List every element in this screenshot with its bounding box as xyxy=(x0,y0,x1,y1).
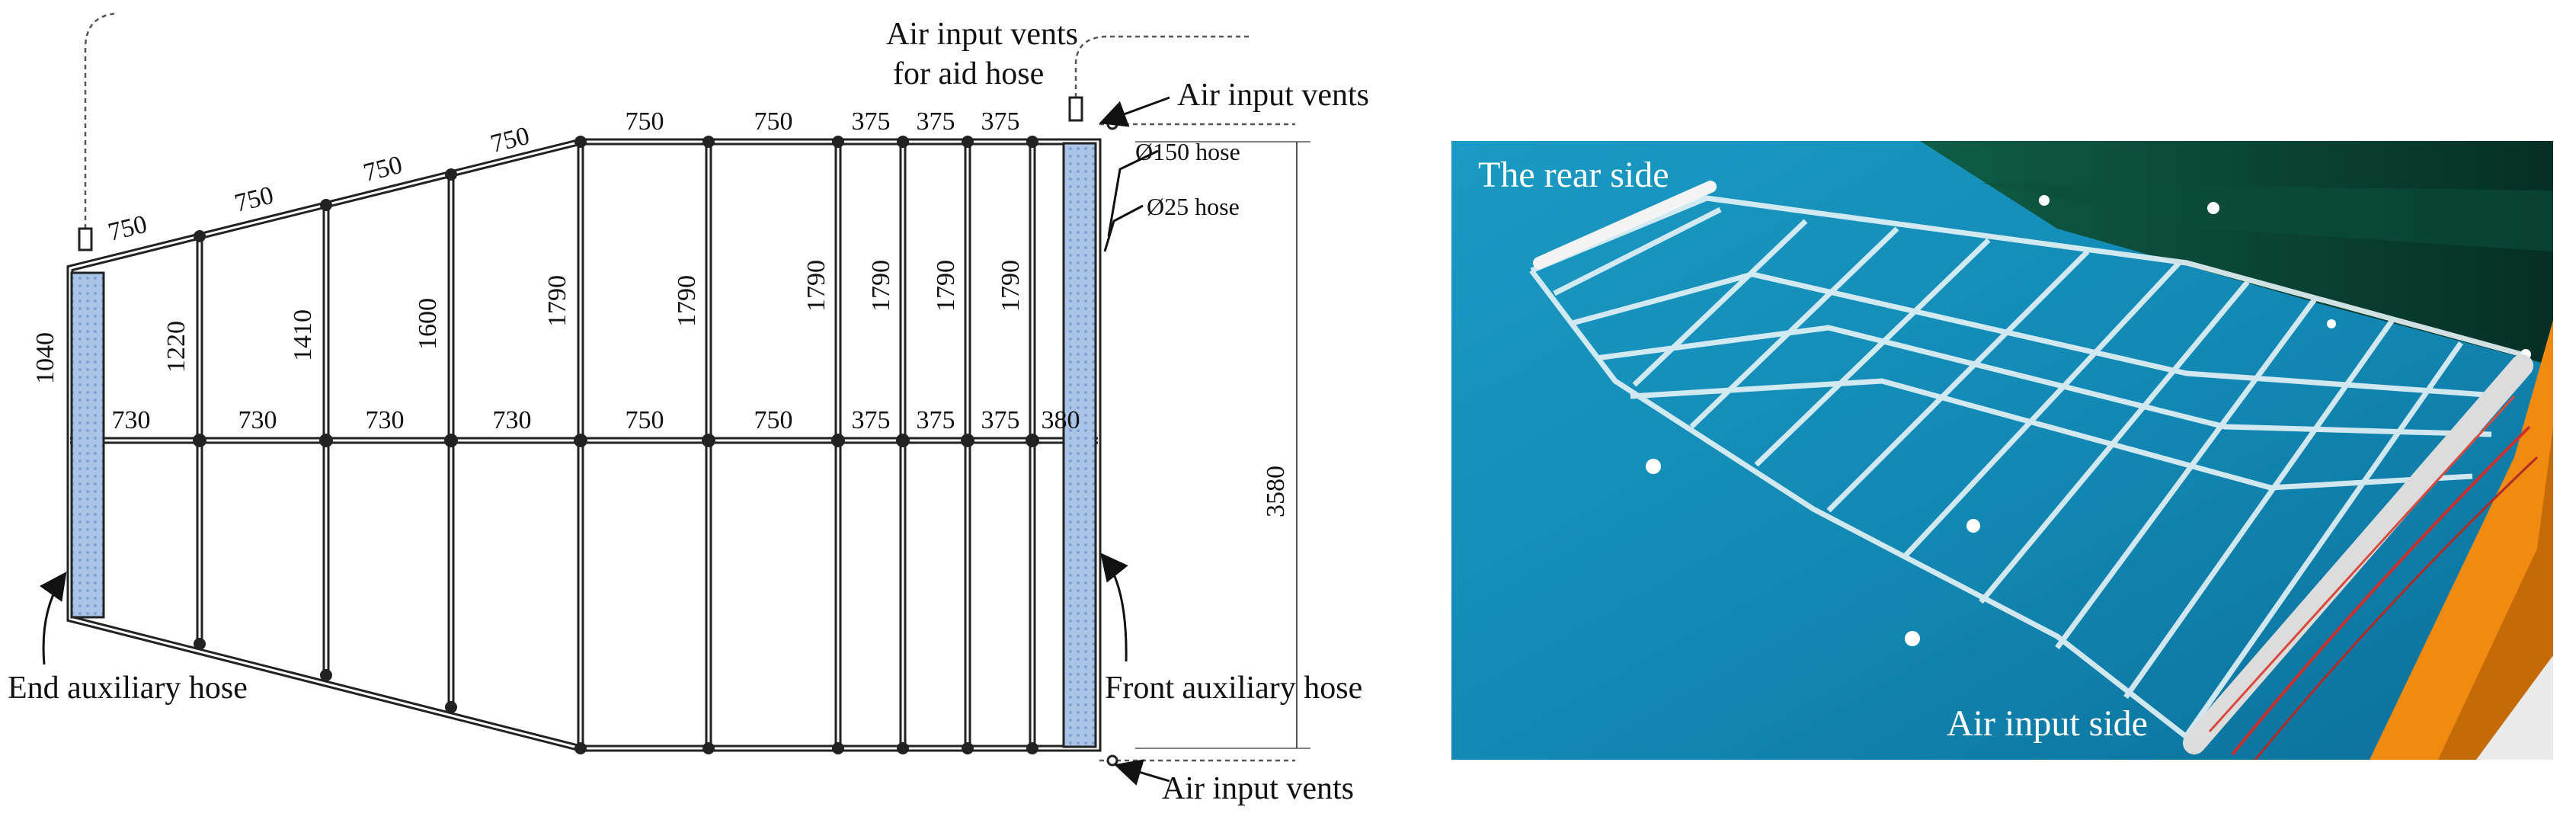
middle-length-label: 375 xyxy=(852,406,891,434)
hose-net xyxy=(1529,195,2523,745)
hose-frame-diagram: Air input vents for aid hose Air input v… xyxy=(8,12,1369,806)
middle-length-label: 750 xyxy=(754,406,793,434)
air-vents-aid-label-1: Air input vents xyxy=(886,17,1078,52)
middle-length-label: 375 xyxy=(917,406,955,434)
callout-arrows xyxy=(39,96,1170,786)
height-label: 1790 xyxy=(932,260,960,312)
middle-length-label: 750 xyxy=(626,406,664,434)
height-label: 1220 xyxy=(162,321,190,373)
overall-dimension-label: 3580 xyxy=(1262,466,1290,517)
middle-length-label: 730 xyxy=(112,406,151,434)
middle-length-label: 730 xyxy=(366,406,405,434)
middle-length-label: 380 xyxy=(1042,406,1080,434)
top-length-label: 750 xyxy=(360,151,405,187)
end-auxiliary-hose xyxy=(70,271,105,619)
height-label: 1040 xyxy=(31,332,59,384)
callout-labels: Air input vents for aid hose Air input v… xyxy=(8,17,1369,806)
height-labels: 1040 1220 1410 1600 1790 1790 1790 1790 1790 1790 xyxy=(31,260,1025,384)
air-vents-aid-label-2: for aid hose xyxy=(893,56,1044,91)
top-length-label: 750 xyxy=(626,107,664,136)
middle-length-label: 730 xyxy=(238,406,277,434)
middle-length-label: 730 xyxy=(493,406,532,434)
rear-hose xyxy=(1533,181,1717,269)
air-vents-bottom-label: Air input vents xyxy=(1162,771,1354,806)
top-length-label: 375 xyxy=(852,107,891,136)
height-label: 1410 xyxy=(289,309,317,361)
rear-side-label: The rear side xyxy=(1478,155,1669,195)
air-input-side-label: Air input side xyxy=(1947,703,2148,744)
height-label: 1790 xyxy=(867,260,895,312)
air-vents-top-label: Air input vents xyxy=(1177,78,1369,113)
tank-photo: The rear side Air input side xyxy=(1451,141,2553,760)
front-aux-hose-label: Front auxiliary hose xyxy=(1105,671,1362,706)
top-length-label: 375 xyxy=(917,107,955,136)
middle-length-label: 375 xyxy=(981,406,1020,434)
hose-150-label: Ø150 hose xyxy=(1135,138,1240,165)
height-label: 1600 xyxy=(414,298,442,350)
height-label: 1790 xyxy=(673,275,701,327)
top-length-label: 750 xyxy=(105,210,149,247)
top-length-label: 375 xyxy=(981,107,1020,136)
height-label: 1790 xyxy=(997,260,1025,312)
height-label: 1790 xyxy=(802,260,830,312)
top-length-label: 750 xyxy=(754,107,793,136)
end-aux-hose-label: End auxiliary hose xyxy=(8,671,248,706)
top-length-label: 750 xyxy=(232,181,276,218)
height-label: 1790 xyxy=(543,275,571,327)
leader-lines xyxy=(84,12,1310,762)
hose-joints xyxy=(193,136,1039,754)
middle-length-labels: 730 730 730 730 750 750 375 375 375 380 xyxy=(112,406,1080,434)
front-hose xyxy=(2183,354,2539,760)
front-auxiliary-hose xyxy=(1062,142,1097,748)
hose-25-label: Ø25 hose xyxy=(1147,193,1240,220)
